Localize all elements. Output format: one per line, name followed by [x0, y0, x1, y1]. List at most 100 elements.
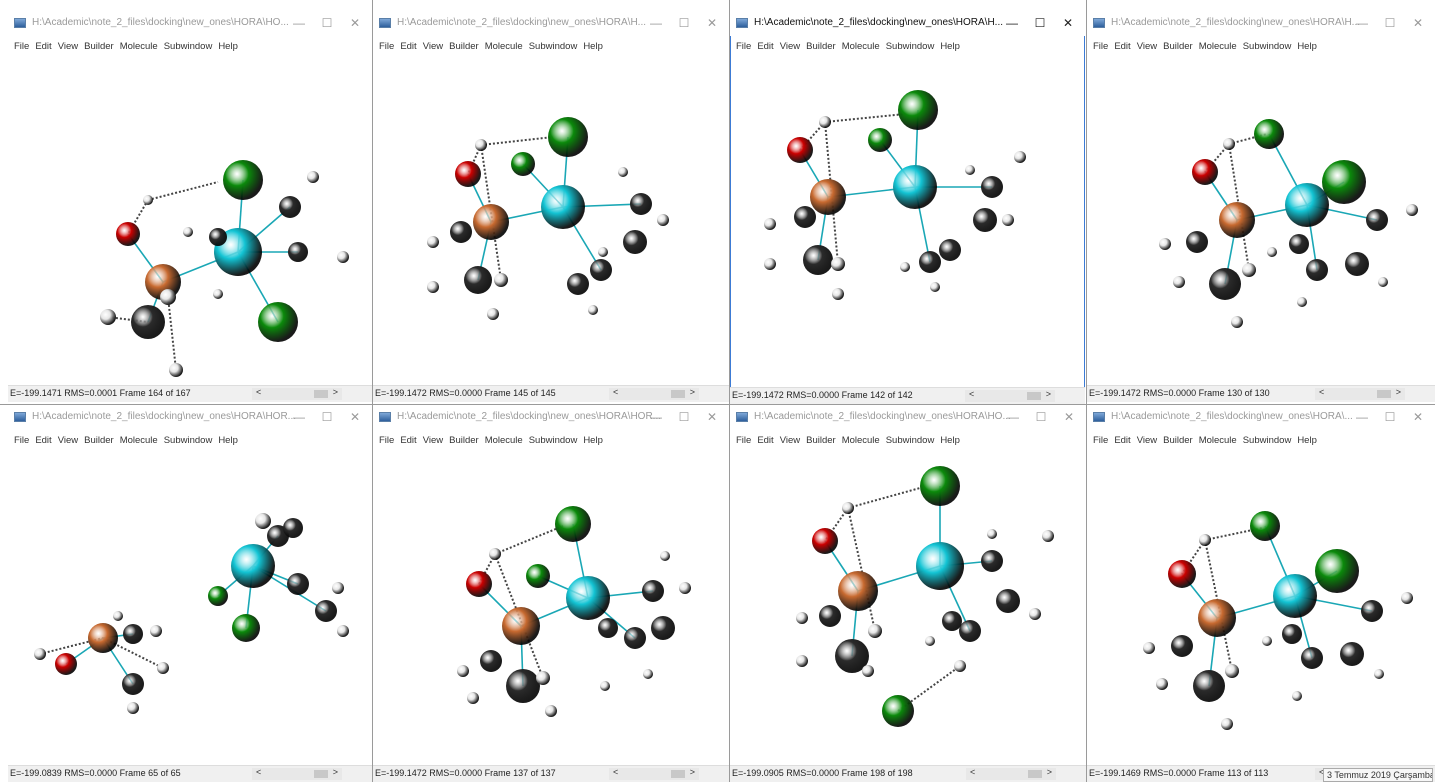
scroll-right-arrow[interactable]: > — [689, 767, 695, 777]
maximize-button[interactable]: ☐ — [321, 410, 333, 424]
molecule-viewport[interactable] — [8, 52, 372, 386]
hydrogen-atom[interactable] — [1014, 151, 1026, 163]
hydrogen-atom[interactable] — [868, 624, 882, 638]
carbon-atom[interactable] — [288, 242, 308, 262]
carbon-atom[interactable] — [450, 221, 472, 243]
hydrogen-atom[interactable] — [862, 665, 874, 677]
menu-help[interactable]: Help — [940, 435, 960, 446]
frame-scrollbar[interactable]: < > — [252, 387, 342, 400]
menu-builder[interactable]: Builder — [1163, 41, 1193, 52]
menu-builder[interactable]: Builder — [806, 41, 836, 52]
hydrogen-atom[interactable] — [1231, 316, 1243, 328]
menu-subwindow[interactable]: Subwindow — [528, 435, 578, 446]
menu-view[interactable]: View — [57, 435, 79, 446]
maximize-button[interactable]: ☐ — [321, 16, 333, 30]
metal-atom[interactable] — [541, 185, 585, 229]
chlorine-atom[interactable] — [258, 302, 298, 342]
carbon-atom[interactable] — [1193, 670, 1225, 702]
menu-molecule[interactable]: Molecule — [1198, 41, 1237, 52]
menu-view[interactable]: View — [422, 435, 444, 446]
frame-scrollbar[interactable]: < > — [252, 767, 342, 780]
menu-edit[interactable]: Edit — [757, 41, 774, 52]
carbon-atom[interactable] — [803, 245, 833, 275]
hydrogen-atom[interactable] — [467, 692, 479, 704]
carbon-atom[interactable] — [287, 573, 309, 595]
menu-builder[interactable]: Builder — [84, 435, 114, 446]
scroll-left-arrow[interactable]: < — [613, 767, 619, 777]
hydrogen-atom[interactable] — [1156, 678, 1168, 690]
hydrogen-atom[interactable] — [832, 288, 844, 300]
carbon-atom[interactable] — [642, 580, 664, 602]
close-button[interactable]: ✕ — [1412, 16, 1424, 30]
menu-subwindow[interactable]: Subwindow — [885, 435, 935, 446]
molecule-render[interactable] — [1087, 446, 1435, 766]
menu-molecule[interactable]: Molecule — [484, 435, 523, 446]
hydrogen-atom[interactable] — [796, 655, 808, 667]
title-bar[interactable]: H:\Academic\note_2_files\docking\new_one… — [1087, 406, 1435, 430]
menu-builder[interactable]: Builder — [449, 435, 479, 446]
scroll-thumb[interactable] — [314, 770, 328, 778]
carbon-atom[interactable] — [209, 228, 227, 246]
molecule-viewport[interactable] — [1087, 446, 1435, 766]
molecule-window-5[interactable]: H:\Academic\note_2_files\docking\new_one… — [8, 406, 372, 782]
hydrogen-atom[interactable] — [819, 116, 831, 128]
menu-builder[interactable]: Builder — [449, 41, 479, 52]
carbon-atom[interactable] — [939, 239, 961, 261]
menu-view[interactable]: View — [57, 41, 79, 52]
hydrogen-atom[interactable] — [679, 582, 691, 594]
copper-atom[interactable] — [838, 571, 878, 611]
copper-atom[interactable] — [502, 607, 540, 645]
menu-view[interactable]: View — [779, 435, 801, 446]
carbon-atom[interactable] — [131, 305, 165, 339]
close-button[interactable]: ✕ — [1062, 16, 1074, 30]
menu-subwindow[interactable]: Subwindow — [163, 41, 213, 52]
scroll-thumb[interactable] — [1027, 392, 1041, 400]
molecule-window-3[interactable]: H:\Academic\note_2_files\docking\new_one… — [730, 12, 1085, 404]
menu-edit[interactable]: Edit — [1114, 435, 1131, 446]
hydrogen-atom[interactable] — [183, 227, 193, 237]
carbon-atom[interactable] — [959, 620, 981, 642]
menu-molecule[interactable]: Molecule — [484, 41, 523, 52]
chlorine-atom[interactable] — [882, 695, 914, 727]
scroll-left-arrow[interactable]: < — [256, 767, 262, 777]
menu-help[interactable]: Help — [583, 435, 603, 446]
carbon-atom[interactable] — [590, 259, 612, 281]
scroll-left-arrow[interactable]: < — [1319, 767, 1325, 777]
scroll-left-arrow[interactable]: < — [970, 767, 976, 777]
molecule-viewport[interactable] — [1087, 52, 1435, 386]
close-button[interactable]: ✕ — [1412, 410, 1424, 424]
menu-file[interactable]: File — [736, 41, 752, 52]
hydrogen-atom[interactable] — [307, 171, 319, 183]
hydrogen-atom[interactable] — [100, 309, 116, 325]
carbon-atom[interactable] — [835, 639, 869, 673]
menu-edit[interactable]: Edit — [757, 435, 774, 446]
carbon-atom[interactable] — [1282, 624, 1302, 644]
menu-help[interactable]: Help — [218, 435, 238, 446]
menu-view[interactable]: View — [1136, 435, 1158, 446]
hydrogen-atom[interactable] — [337, 625, 349, 637]
carbon-atom[interactable] — [1366, 209, 1388, 231]
scroll-left-arrow[interactable]: < — [969, 389, 975, 399]
hydrogen-atom[interactable] — [1042, 530, 1054, 542]
molecule-viewport[interactable] — [373, 52, 729, 386]
hydrogen-atom[interactable] — [1221, 718, 1233, 730]
oxygen-atom[interactable] — [1192, 159, 1218, 185]
chlorine-atom[interactable] — [555, 506, 591, 542]
maximize-button[interactable]: ☐ — [1035, 410, 1047, 424]
molecule-render[interactable] — [373, 446, 729, 766]
oxygen-atom[interactable] — [55, 653, 77, 675]
menu-molecule[interactable]: Molecule — [119, 435, 158, 446]
carbon-atom[interactable] — [122, 673, 144, 695]
carbon-atom[interactable] — [464, 266, 492, 294]
metal-atom[interactable] — [1273, 574, 1317, 618]
scroll-left-arrow[interactable]: < — [256, 387, 262, 397]
hydrogen-atom[interactable] — [831, 257, 845, 271]
chlorine-atom[interactable] — [1250, 511, 1280, 541]
hydrogen-atom[interactable] — [588, 305, 598, 315]
hydrogen-atom[interactable] — [1173, 276, 1185, 288]
molecule-window-2[interactable]: H:\Academic\note_2_files\docking\new_one… — [373, 12, 729, 402]
oxygen-atom[interactable] — [455, 161, 481, 187]
hydrogen-atom[interactable] — [1223, 138, 1235, 150]
minimize-button[interactable]: — — [1356, 16, 1368, 30]
close-button[interactable]: ✕ — [349, 16, 361, 30]
